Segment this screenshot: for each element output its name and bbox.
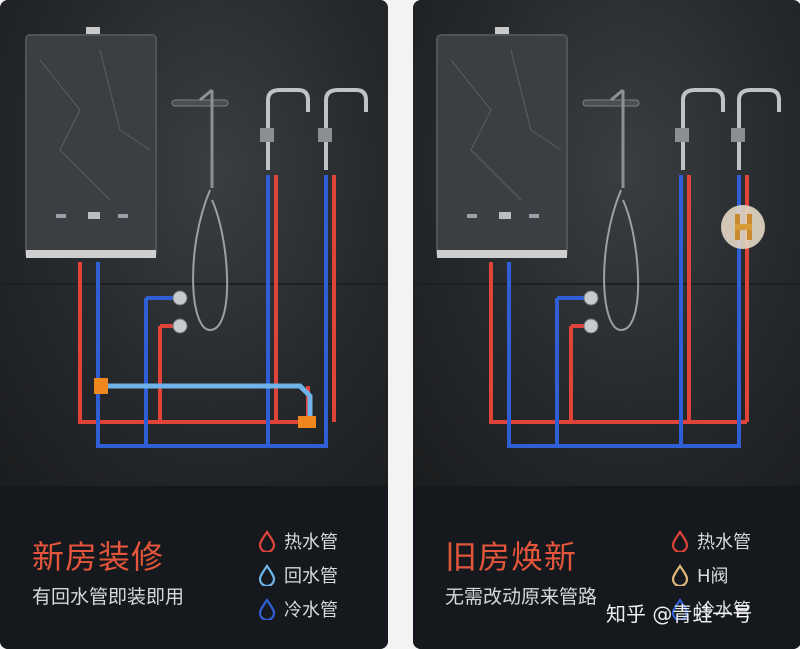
drop-icon <box>258 598 276 620</box>
legend-label: 热水管 <box>697 532 751 553</box>
angle-valve <box>583 290 599 306</box>
plumbing-scene-new-house <box>0 0 388 486</box>
legend-label: 冷水管 <box>284 600 338 621</box>
angle-valve <box>583 318 599 334</box>
panel-subtitle: 无需改动原来管路 <box>445 586 598 608</box>
drop-icon <box>258 530 276 552</box>
angle-valve <box>172 318 188 334</box>
legend-item-return: 回水管 <box>258 558 338 592</box>
legend-item-hot: 热水管 <box>258 524 338 558</box>
legend: 热水管 H阀 冷水管 <box>671 524 751 626</box>
panel-title: 旧房焕新 <box>445 538 578 576</box>
faucet-left <box>260 88 310 170</box>
angle-valve <box>172 290 188 306</box>
h-valve <box>721 205 765 249</box>
drop-icon <box>671 564 689 586</box>
faucet-right <box>731 88 781 170</box>
tee-fitting <box>94 378 108 394</box>
cold-water-pipes <box>507 175 741 448</box>
drop-icon <box>671 598 689 620</box>
water-heater <box>25 27 157 258</box>
water-heater <box>436 27 568 258</box>
panel-title: 新房装修 <box>32 538 165 576</box>
shower-head <box>582 88 640 332</box>
plumbing-diagram-old-house <box>413 27 800 448</box>
tee-fitting <box>298 416 316 428</box>
faucet-left <box>675 88 725 170</box>
plumbing-scene-old-house <box>413 0 800 486</box>
legend-item-cold: 冷水管 <box>258 592 338 626</box>
legend-label: H阀 <box>697 566 729 587</box>
legend-label: 回水管 <box>284 566 338 587</box>
watermark: 知乎 @青蛙一号 <box>606 602 753 626</box>
hot-water-pipes <box>489 175 749 424</box>
panel-subtitle: 有回水管即装即用 <box>32 586 185 608</box>
drop-icon <box>258 564 276 586</box>
panel-old-house: 旧房焕新 无需改动原来管路 热水管 H阀 冷水管 <box>413 0 800 649</box>
legend: 热水管 回水管 冷水管 <box>258 524 338 626</box>
panel-new-house: 新房装修 有回水管即装即用 热水管 回水管 冷水管 <box>0 0 388 649</box>
return-water-pipe <box>104 383 313 416</box>
caption-old-house: 旧房焕新 无需改动原来管路 热水管 H阀 冷水管 <box>413 486 800 649</box>
shower-head <box>171 88 229 332</box>
legend-label: 冷水管 <box>697 600 751 621</box>
legend-item-cold: 冷水管 <box>671 592 751 626</box>
legend-item-h-valve: H阀 <box>671 558 751 592</box>
plumbing-diagram-new-house <box>0 27 388 448</box>
drop-icon <box>671 530 689 552</box>
cold-water-pipes <box>96 175 328 448</box>
legend-label: 热水管 <box>284 532 338 553</box>
caption-new-house: 新房装修 有回水管即装即用 热水管 回水管 冷水管 <box>0 486 388 649</box>
faucet-right <box>318 88 368 170</box>
legend-item-hot: 热水管 <box>671 524 751 558</box>
